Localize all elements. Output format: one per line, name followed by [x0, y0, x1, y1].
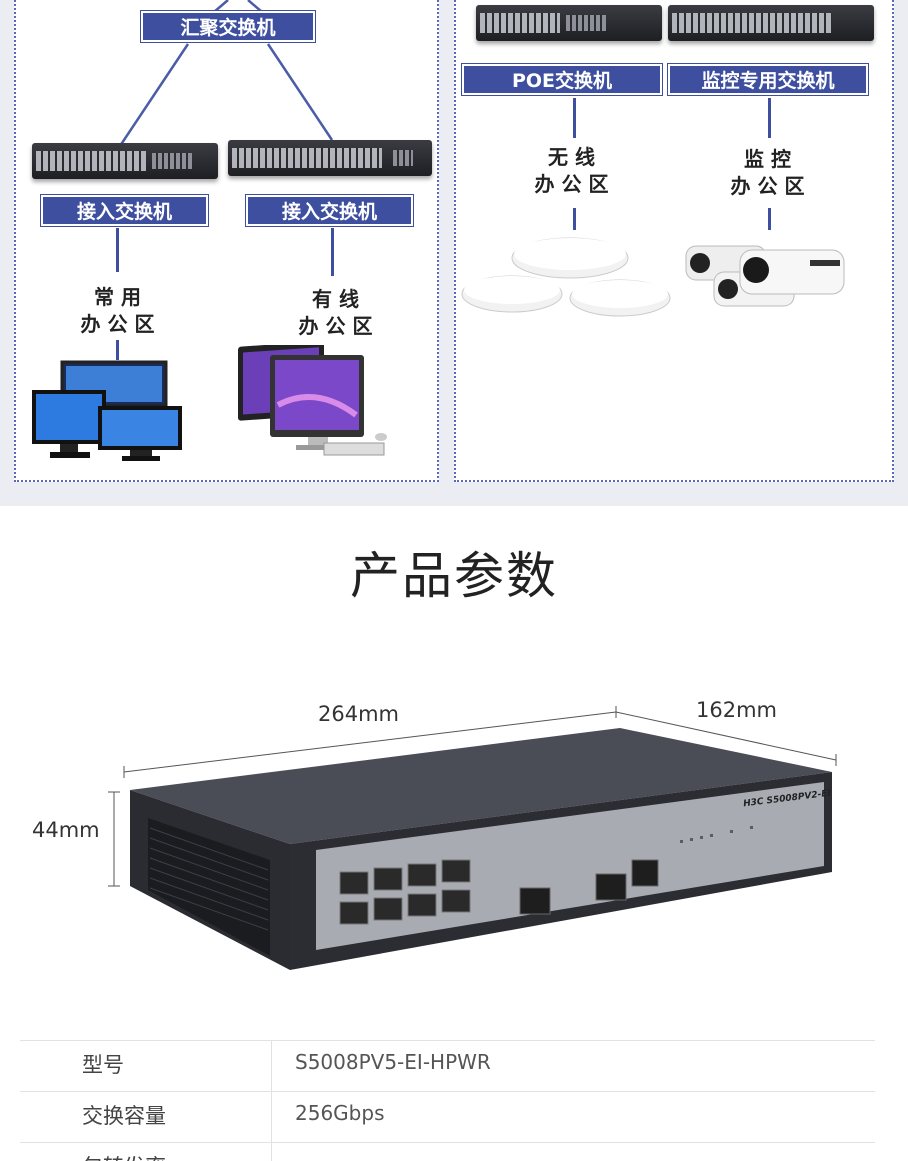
spec-value: 256Gbps [295, 1101, 385, 1125]
spec-row-switching-capacity: 交换容量 256Gbps [20, 1092, 875, 1143]
access-switch-1-icon [32, 143, 218, 179]
connector-line [116, 340, 119, 360]
connector-line [768, 98, 771, 138]
product-parameters-title: 产品参数 [350, 547, 558, 605]
connector-line [573, 208, 576, 230]
dimension-lines [108, 706, 837, 887]
connector-line [768, 208, 771, 230]
connector-line [331, 228, 334, 276]
connector-line [116, 228, 119, 272]
spec-key: 包转发率 [82, 1151, 166, 1161]
wireless-ap-icon [461, 237, 671, 317]
all-in-one-pc-icon [238, 345, 387, 456]
spec-value: S5008PV5-EI-HPWR [295, 1050, 491, 1074]
spec-row-model: 型号 S5008PV5-EI-HPWR [20, 1041, 875, 1092]
wireless-office-zone-label: 无线 办公区 [534, 145, 616, 196]
connector-line [573, 98, 576, 138]
poe-switch-label: POE交换机 [461, 63, 663, 96]
monitor-icon [32, 360, 182, 461]
width-dimension: 264mm [318, 702, 399, 726]
depth-dimension: 162mm [696, 698, 777, 722]
spec-row-forwarding-rate: 包转发率 [20, 1143, 875, 1161]
spec-table: 型号 S5008PV5-EI-HPWR 交换容量 256Gbps 包转发率 [20, 1040, 875, 1161]
spec-key: 交换容量 [82, 1104, 166, 1128]
network-topology-section: 汇聚交换机 接入交换机 接入交换机 常用 办公区 有线 办公区 [0, 0, 908, 506]
height-dimension: 44mm [32, 818, 100, 842]
common-office-zone-label: 常用 办公区 [80, 285, 162, 336]
poe-switch-icon [476, 5, 662, 41]
access-switch-2-icon [228, 140, 432, 176]
surveillance-switch-label: 监控专用交换机 [667, 63, 869, 96]
access-switch-label-1: 接入交换机 [40, 194, 209, 227]
aggregation-switch-label: 汇聚交换机 [140, 10, 316, 43]
monitoring-zone-label: 监控 办公区 [730, 147, 812, 198]
wired-office-zone-label: 有线 办公区 [298, 287, 380, 338]
switch-device-image [130, 728, 832, 970]
surveillance-switch-icon [668, 5, 874, 41]
topology-lines [118, 0, 334, 147]
security-camera-icon [685, 245, 845, 307]
spec-key: 型号 [82, 1053, 124, 1077]
access-switch-label-2: 接入交换机 [245, 194, 414, 227]
